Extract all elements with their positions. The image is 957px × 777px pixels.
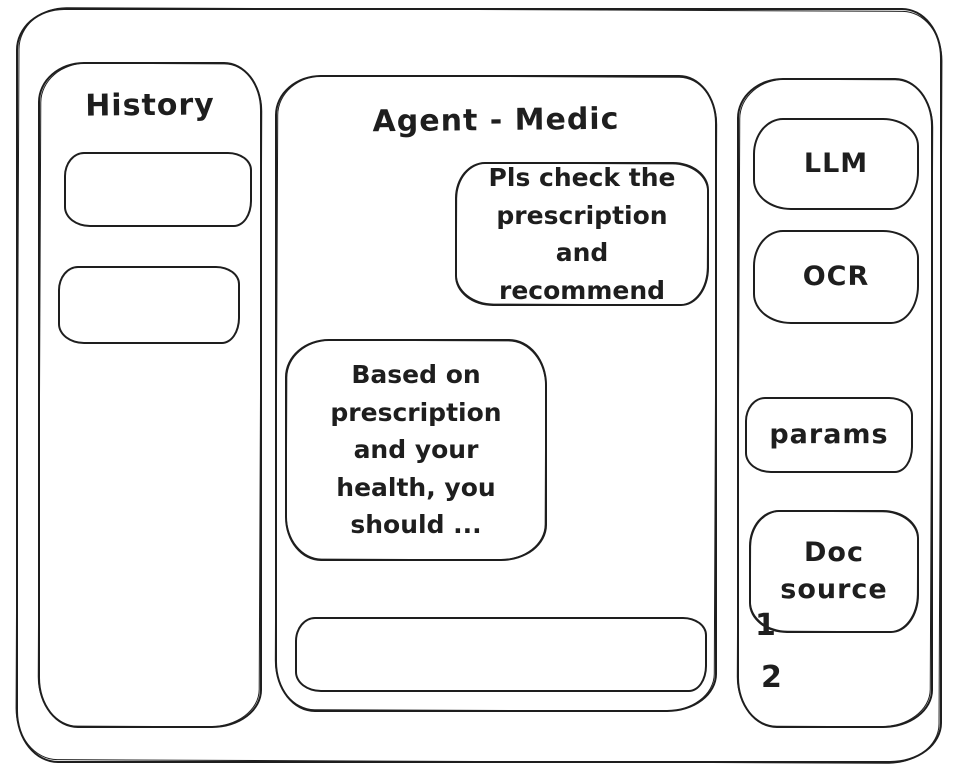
ocr-button-label: OCR	[802, 260, 870, 292]
history-panel-title: History	[85, 87, 215, 124]
chat-message-user-text: Pls check the prescription and recommend	[488, 163, 676, 305]
tools-panel: LLM OCR params Doc source 1 2	[737, 78, 933, 728]
history-item[interactable]	[64, 152, 252, 227]
params-button-label: params	[769, 418, 889, 450]
chat-panel: Agent - Medic Pls check the prescription…	[275, 75, 717, 712]
chat-message-assistant-text: Based on prescription and your health, y…	[330, 360, 502, 540]
doc-source-item-1: 1	[755, 608, 776, 643]
doc-source-item-2: 2	[761, 660, 782, 695]
ocr-button[interactable]: OCR	[753, 230, 919, 324]
history-panel: History	[38, 62, 262, 728]
doc-source-button-label: Doc source	[780, 537, 888, 605]
doc-source-button[interactable]: Doc source	[749, 510, 919, 633]
llm-button[interactable]: LLM	[753, 118, 919, 210]
history-item[interactable]	[58, 266, 240, 344]
chat-message-user: Pls check the prescription and recommend	[455, 162, 709, 306]
params-button[interactable]: params	[745, 397, 913, 473]
chat-message-assistant: Based on prescription and your health, y…	[285, 339, 547, 561]
chat-title: Agent - Medic	[372, 101, 620, 140]
llm-button-label: LLM	[803, 147, 869, 179]
chat-input[interactable]	[295, 617, 707, 692]
